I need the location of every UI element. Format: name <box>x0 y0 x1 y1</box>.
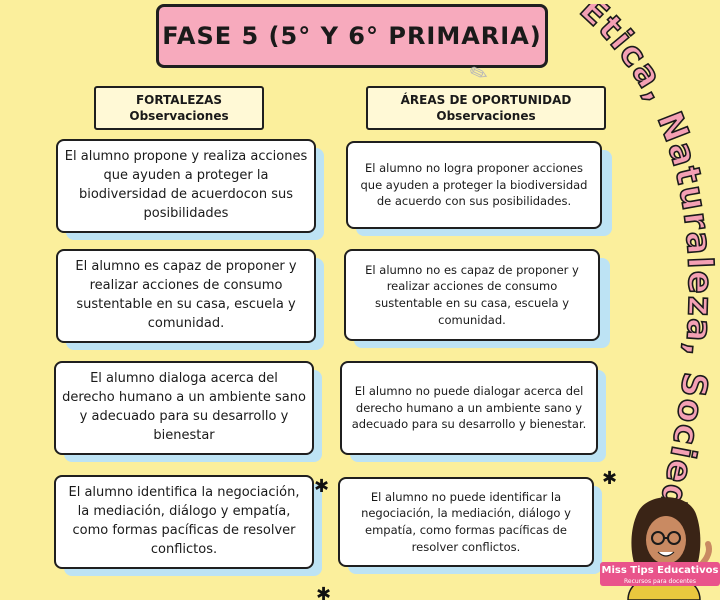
star-decoration: ✱ <box>316 584 332 600</box>
strength-card: El alumno es capaz de proponer y realiza… <box>56 249 316 343</box>
opportunity-card: El alumno no puede identificar la negoci… <box>338 477 594 567</box>
svg-text:Ética, Naturaleza, Sociedades: Ética, Naturaleza, Sociedades <box>558 4 718 515</box>
opportunity-card: El alumno no es capaz de proponer y real… <box>344 249 600 341</box>
strength-card: El alumno dialoga acerca del derecho hum… <box>54 361 314 455</box>
column-header-areas-oportunidad: ÁREAS DE OPORTUNIDAD Observaciones <box>366 86 606 130</box>
column-heading: FORTALEZAS <box>135 92 223 107</box>
column-subheading: Observaciones <box>436 109 536 123</box>
column-heading: ÁREAS DE OPORTUNIDAD <box>400 92 572 107</box>
brand-name: Miss Tips Educativos <box>601 565 719 576</box>
opportunity-card: El alumno no puede dialogar acerca del d… <box>340 361 598 455</box>
side-label-svg: Ética, Naturaleza, Sociedades <box>544 0 719 516</box>
opportunity-card: El alumno no logra proponer acciones que… <box>346 141 602 229</box>
star-decoration: ✱ <box>314 476 330 497</box>
column-header-fortalezas: FORTALEZAS Observaciones <box>94 86 264 130</box>
brand-tagline: Recursos para docentes <box>624 578 696 585</box>
strength-card: El alumno identifica la negociación, la … <box>54 475 314 569</box>
side-label-text: Ética, Naturaleza, Sociedades <box>544 0 719 516</box>
star-decoration: ✱ <box>602 468 618 489</box>
page-title: FASE 5 (5° Y 6° PRIMARIA) <box>156 4 548 68</box>
column-subheading: Observaciones <box>129 109 229 123</box>
strength-card: El alumno propone y realiza acciones que… <box>56 139 316 233</box>
brand-badge: Miss Tips Educativos Recursos para docen… <box>600 562 720 586</box>
side-label-curved: Ética, Naturaleza, Sociedades <box>544 0 719 524</box>
